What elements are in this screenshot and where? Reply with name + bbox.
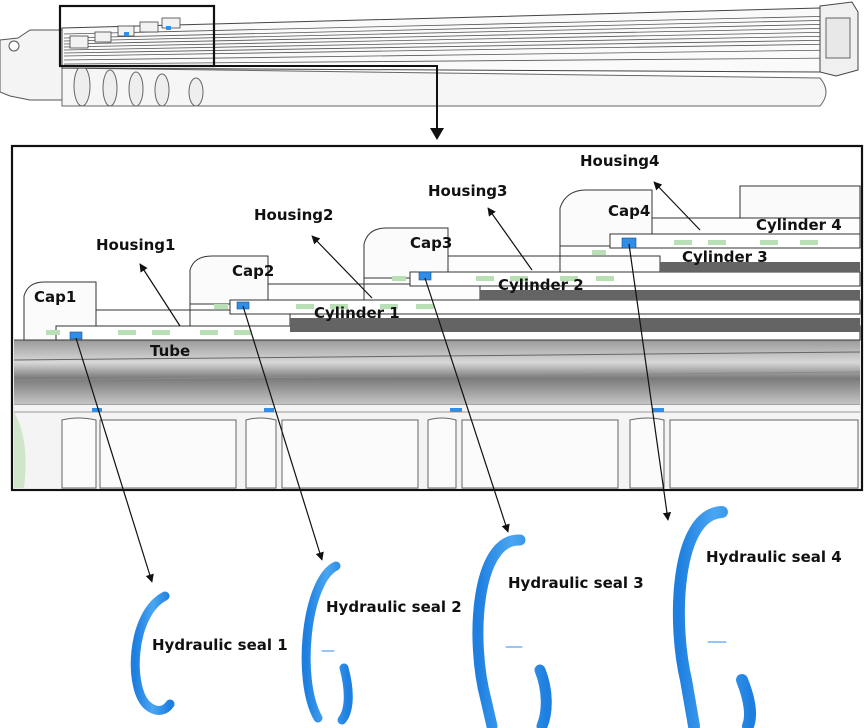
housing1-leader — [139, 263, 181, 327]
seal-ring-2 — [301, 561, 353, 725]
label-cylinder1: Cylinder 1 — [314, 304, 400, 322]
label-cap1: Cap1 — [34, 288, 76, 306]
label-seal2: Hydraulic seal 2 — [326, 598, 462, 616]
label-cap4: Cap4 — [608, 202, 650, 220]
zoom-region-box — [58, 4, 216, 68]
label-housing3: Housing3 — [428, 182, 507, 200]
label-cap3: Cap3 — [410, 234, 452, 252]
zoom-leader-line — [214, 65, 438, 136]
label-tube: Tube — [150, 342, 190, 360]
seal-ring-3 — [472, 534, 552, 728]
label-cap2: Cap2 — [232, 262, 274, 280]
part-labels: Housing1 Housing2 Housing3 Housing4 Cap1… — [34, 152, 842, 654]
zoom-leader-arrowhead — [430, 128, 444, 140]
seal2-leader — [242, 305, 324, 561]
seal3-leader — [424, 277, 510, 533]
detail-cross-section — [13, 185, 861, 489]
seal4-leader — [628, 243, 672, 521]
label-cylinder2: Cylinder 2 — [498, 276, 584, 294]
label-cylinder4: Cylinder 4 — [756, 216, 842, 234]
seal-rings — [130, 506, 756, 728]
housing3-leader — [487, 207, 533, 271]
seal1-leader — [75, 337, 154, 583]
label-housing2: Housing2 — [254, 206, 333, 224]
label-housing1: Housing1 — [96, 236, 175, 254]
overview-cylinder — [0, 1, 859, 107]
label-seal3: Hydraulic seal 3 — [508, 574, 644, 592]
housing2-leader — [311, 235, 373, 299]
label-seal1: Hydraulic seal 1 — [152, 636, 288, 654]
seal-ring-1 — [130, 591, 175, 715]
label-cylinder3: Cylinder 3 — [682, 248, 768, 266]
seal-ring-4 — [672, 506, 756, 728]
label-leaders — [75, 181, 701, 583]
label-seal4: Hydraulic seal 4 — [706, 548, 842, 566]
housing4-leader — [653, 181, 701, 231]
label-housing4: Housing4 — [580, 152, 659, 170]
